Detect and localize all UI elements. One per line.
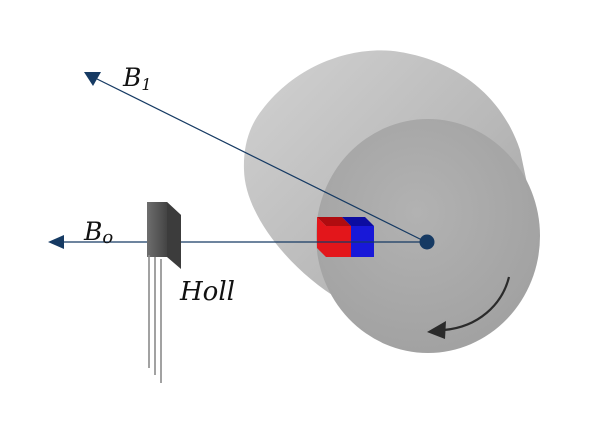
magnet-north-top — [317, 217, 351, 226]
label-b0: Bo — [83, 217, 113, 248]
rotation-arc — [443, 276, 511, 332]
label-b1: B1 — [122, 63, 152, 94]
vector-b1-arrowhead-icon — [84, 72, 101, 86]
axis-dot-icon — [419, 234, 435, 250]
label-b0-letter: B — [83, 217, 102, 246]
rotation-direction — [427, 276, 511, 339]
label-b1-letter: B — [122, 63, 141, 92]
vector-b1 — [84, 72, 427, 243]
magnet-south-top — [342, 217, 374, 226]
vector-b0 — [48, 235, 426, 249]
vector-b1-line — [92, 76, 427, 243]
label-b0-sub: o — [102, 227, 113, 248]
label-hall-sensor: Holl — [179, 277, 235, 307]
hall-sensor — [147, 202, 181, 383]
permanent-magnet — [317, 217, 374, 257]
curved-arrow-icon — [427, 321, 446, 339]
sensor-body — [147, 202, 167, 257]
rotor-cylinder — [243, 50, 540, 353]
label-b1-sub: 1 — [141, 75, 151, 94]
vector-b0-arrowhead-icon — [48, 235, 64, 249]
magnet-north — [317, 217, 351, 257]
sensor-side — [167, 202, 181, 269]
